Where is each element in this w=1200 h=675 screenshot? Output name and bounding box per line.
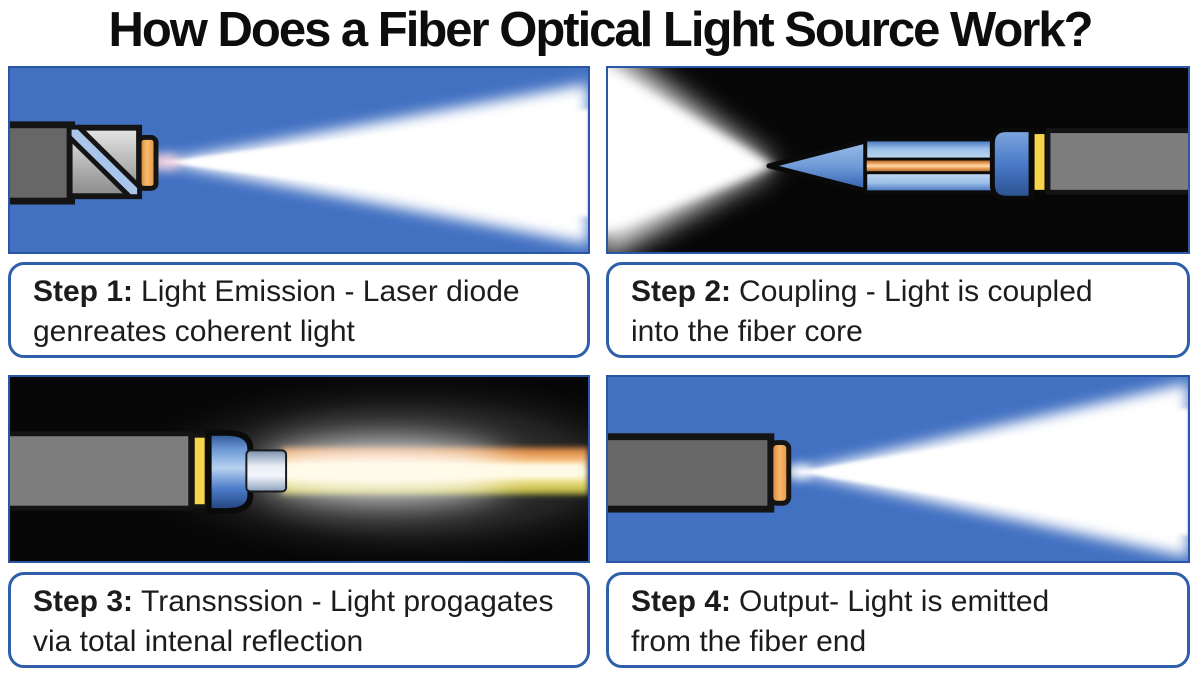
step4-caption: Step 4:Output- Light is emitted from the … [606, 572, 1190, 668]
blue-connector [205, 429, 254, 515]
step1-label: Step 1: [33, 275, 134, 308]
step2-illustration-panel [606, 66, 1190, 254]
fiber-cable [10, 431, 194, 511]
step1-illustration-panel [8, 66, 590, 254]
fiber-core-line [863, 157, 996, 175]
step2-caption: Step 2:Coupling - Light is coupled into t… [606, 262, 1190, 358]
step2-line2: into the fiber core [631, 315, 863, 348]
step4-illustration-panel [606, 375, 1190, 563]
fiber-tip-assembly [766, 127, 1188, 201]
step2-illustration [608, 68, 1188, 252]
fiber-cable [1045, 128, 1188, 195]
converging-light-cone [608, 68, 775, 252]
step2-line1: Coupling - Light is coupled [739, 275, 1093, 308]
step2-caption-text: Step 2:Coupling - Light is coupled into t… [609, 265, 1187, 352]
step3-illustration-panel [8, 375, 590, 563]
ferrule [245, 449, 288, 493]
step3-line1: Transnssion - Light progagates [141, 585, 554, 618]
output-light-cone [785, 382, 1188, 558]
beam-splitter-stripe [71, 129, 138, 195]
step3-line2: via total intenal reflection [33, 625, 364, 658]
diode-cable [10, 121, 76, 205]
step1-line1: Light Emission - Laser diode [141, 275, 520, 308]
glowing-transmission-beam [258, 441, 588, 501]
step4-line1: Output- Light is emitted [739, 585, 1050, 618]
step1-caption-text: Step 1:Light Emission - Laser diode genre… [11, 265, 587, 352]
connector-collar [989, 127, 1034, 201]
step4-caption-text: Step 4:Output- Light is emitted from the … [609, 575, 1187, 662]
step1-illustration [10, 68, 588, 252]
yellow-band [1031, 131, 1048, 193]
step4-illustration [608, 377, 1188, 561]
step1-caption: Step 1:Light Emission - Laser diode genre… [8, 262, 590, 358]
step3-illustration [10, 377, 588, 561]
step3-label: Step 3: [33, 585, 134, 618]
fiber-connector-device [10, 429, 288, 515]
step4-label: Step 4: [631, 585, 732, 618]
fiber-end-tip [768, 440, 792, 506]
step3-caption-text: Step 3:Transnssion - Light progagates via… [11, 575, 587, 662]
laser-diode-device [10, 121, 159, 205]
yellow-band [190, 433, 209, 509]
fiber-cable [608, 433, 775, 513]
step1-line2: genreates coherent light [33, 315, 355, 348]
fiber-end-device [608, 433, 792, 513]
beam-apex-glow [785, 464, 814, 480]
page-title: How Does a Fiber Optical Light Source Wo… [108, 3, 1093, 57]
step3-caption: Step 3:Transnssion - Light progagates via… [8, 572, 590, 668]
step2-label: Step 2: [631, 275, 732, 308]
diode-emitter-tip [136, 135, 159, 191]
step4-line2: from the fiber end [631, 625, 867, 658]
